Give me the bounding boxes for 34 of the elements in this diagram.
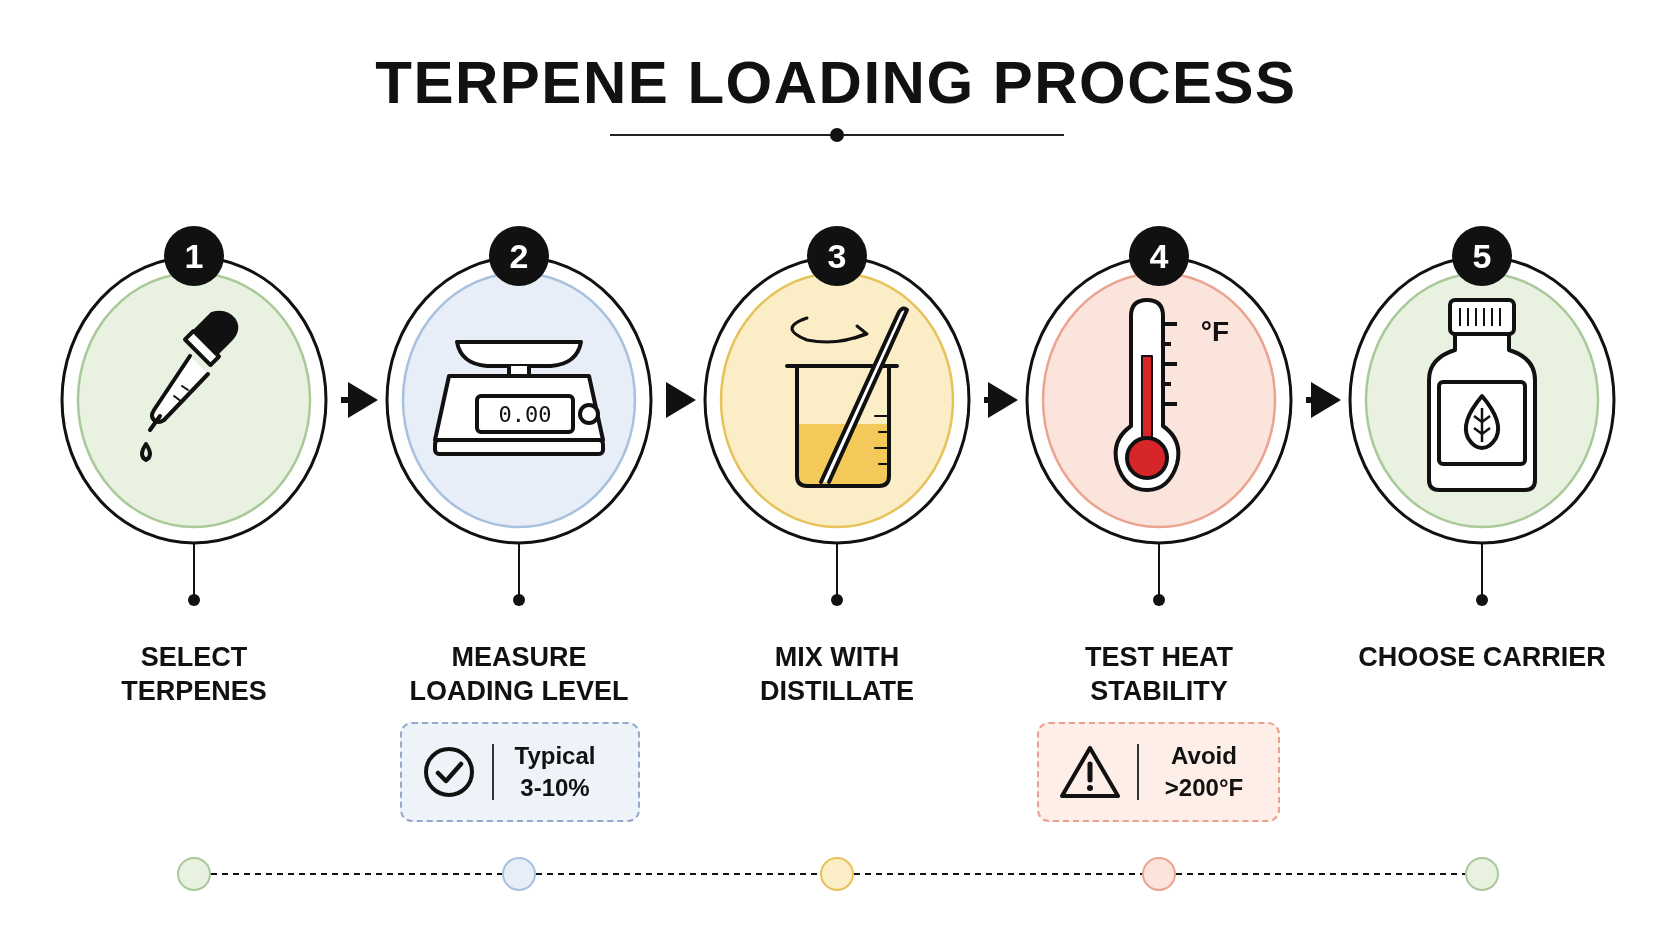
arrow bbox=[341, 382, 378, 418]
leader-line bbox=[513, 543, 525, 606]
note-box bbox=[400, 722, 640, 822]
step-circle bbox=[1347, 226, 1617, 546]
leader-line bbox=[1153, 543, 1165, 606]
step-label: SELECT TERPENES bbox=[120, 641, 268, 708]
step-number-badge: 1 bbox=[164, 226, 224, 286]
leader-line bbox=[188, 543, 200, 606]
step-circle bbox=[702, 226, 972, 546]
step-number-badge: 2 bbox=[489, 226, 549, 286]
title: TERPENE LOADING PROCESS bbox=[374, 48, 1298, 118]
scale-readout: 0.00 bbox=[497, 400, 553, 429]
dashed-connector bbox=[210, 873, 503, 875]
note-text: Typical 3-10% bbox=[513, 741, 597, 803]
arrow bbox=[984, 382, 1018, 418]
step-circle bbox=[59, 226, 329, 546]
step-circle bbox=[1024, 226, 1294, 546]
step-label: MIX WITH DISTILLATE bbox=[759, 641, 915, 708]
step-number-badge: 5 bbox=[1452, 226, 1512, 286]
step-label: CHOOSE CARRIER bbox=[1358, 641, 1606, 674]
note-box bbox=[1037, 722, 1280, 822]
arrow bbox=[666, 382, 696, 418]
unit-label: °F bbox=[1199, 315, 1231, 349]
leader-line bbox=[1476, 543, 1488, 606]
dashed-connector bbox=[1175, 873, 1466, 875]
arrow bbox=[1306, 382, 1341, 418]
step-label: MEASURE LOADING LEVEL bbox=[408, 641, 630, 708]
dashed-connector bbox=[853, 873, 1143, 875]
leader-line bbox=[831, 543, 843, 606]
step-number-badge: 4 bbox=[1129, 226, 1189, 286]
step-label: TEST HEAT STABILITY bbox=[1084, 641, 1234, 708]
step-number-badge: 3 bbox=[807, 226, 867, 286]
step-circle bbox=[384, 226, 654, 546]
note-text: Avoid >200°F bbox=[1163, 741, 1245, 803]
